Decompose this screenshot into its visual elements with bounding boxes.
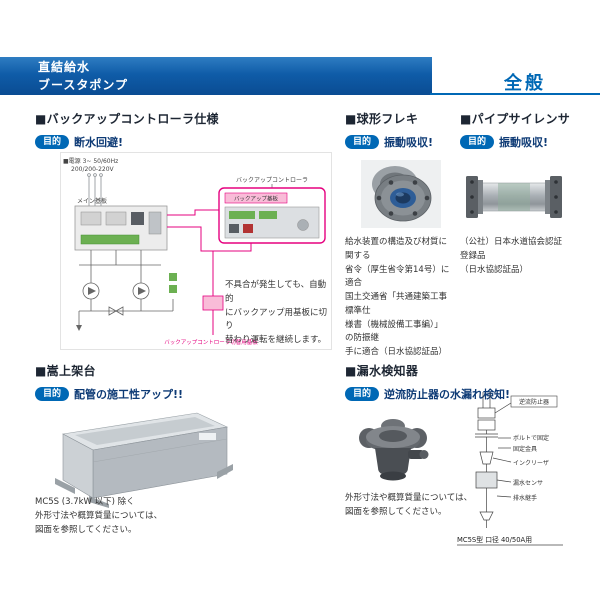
silencer-description: （公社）日本水道協会認証 登録品 （日水協認証品）: [460, 237, 563, 275]
base-description: MC5S (3.7kW 以下) 除く 外形寸法や概算質量については、 図面を参照…: [35, 497, 163, 535]
purpose-text-backup: 断水回避!: [74, 136, 124, 149]
purpose-badge: 目的: [460, 134, 495, 150]
flex-joint-photo: [361, 160, 441, 228]
switch-board-label: バックアップコントローラ切替用基板: [164, 338, 258, 346]
backup-controller-box: [218, 187, 326, 244]
purpose-row-leak: 目的 逆流防止器の水漏れ検知!: [345, 386, 577, 402]
leak-installation-drawing: 逆流防止器 ボルトで固定 固定金具 インクリーザ 漏水センサ 排水継手 MC5S…: [453, 390, 571, 560]
section-title-backup: ■バックアップコントローラ仕様: [35, 112, 219, 126]
drawing-caption: MC5S型 口径 40/50A用: [457, 535, 532, 544]
pipe-silencer-photo-svg: [466, 176, 562, 218]
main-board: [74, 205, 168, 251]
section-title-base: ■嵩上架台: [35, 364, 96, 378]
drawing-lines: [475, 392, 512, 528]
purpose-row-backup: 目的 断水回避!: [35, 134, 335, 150]
section-leak-detector: ■漏水検知器 目的 逆流防止器の水漏れ検知! 外形寸法や概算質量については、 図…: [345, 362, 577, 574]
purpose-badge: 目的: [35, 386, 70, 402]
drawing-label-bracket: 固定金具: [513, 445, 537, 453]
purpose-row-base: 目的 配管の施工性アップ!!: [35, 386, 247, 402]
drawing-label-increaser: インクリーザ: [513, 460, 549, 467]
backup-description: 不具合が発生しても、自動的 にバックアップ用基板に切り 替わり運転を継続します。: [225, 280, 328, 346]
leak-detector-photo-svg: [359, 419, 429, 481]
leak-installation-drawing-svg: 逆流防止器 ボルトで固定 固定金具 インクリーザ 漏水センサ 排水継手 MC5S…: [457, 392, 563, 546]
power-spec-label: ■電源 3~ 50/60Hz: [63, 157, 118, 165]
section-title-flex: ■球形フレキ: [345, 112, 419, 126]
drawing-label-drain: 排水継手: [513, 494, 537, 502]
purpose-badge: 目的: [345, 134, 380, 150]
purpose-text-base: 配管の施工性アップ!!: [74, 388, 184, 401]
page-title: 直結給水 ブースタポンプ: [38, 60, 129, 92]
drawing-label-sensor: 漏水センサ: [513, 479, 543, 487]
flex-joint-photo-svg: [361, 160, 441, 228]
section-title-leak: ■漏水検知器: [345, 364, 419, 378]
backup-controller-schematic: ■電源 3~ 50/60Hz 200/200-220V メイン基板 バックアップ…: [63, 157, 326, 346]
piping-schematic: [76, 250, 177, 331]
base-frame-photo: [49, 400, 234, 508]
purpose-badge: 目的: [345, 386, 380, 402]
purpose-row-flex: 目的 振動吸収!: [345, 134, 451, 150]
switch-board-box: [202, 295, 224, 311]
leak-description: 外形寸法や概算質量については、 図面を参照してください。: [345, 493, 473, 517]
purpose-badge: 目的: [35, 134, 70, 150]
purpose-text-flex: 振動吸収!: [384, 136, 434, 149]
base-frame-photo-svg: [55, 412, 233, 508]
section-flex-joint: ■球形フレキ 目的 振動吸収! 給水装置の構造及: [345, 110, 451, 357]
pipe-silencer-photo: [464, 170, 564, 224]
section-pipe-silencer: ■パイプサイレンサ 目的 振動吸収!: [460, 110, 574, 356]
section-backup-controller: ■バックアップコントローラ仕様 目的 断水回避! ■電源 3~ 50/60Hz …: [35, 110, 335, 356]
backup-controller-diagram: ■電源 3~ 50/60Hz 200/200-220V メイン基板 バックアップ…: [60, 152, 332, 350]
section-base-frame: ■嵩上架台 目的 配管の施工性アップ!! MC5S (3.7kW 以下) 除く …: [35, 362, 247, 572]
main-board-label: メイン基板: [77, 197, 107, 205]
header-underline: [430, 93, 600, 95]
backflow-label-box: [510, 395, 558, 408]
header-bar: 直結給水 ブースタポンプ: [0, 57, 432, 95]
section-title-silencer: ■パイプサイレンサ: [460, 112, 571, 126]
purpose-row-silencer: 目的 振動吸収!: [460, 134, 574, 150]
drawing-label-bolt: ボルトで固定: [513, 434, 549, 442]
supply-lines: [87, 173, 103, 206]
purpose-text-leak: 逆流防止器の水漏れ検知!: [384, 388, 511, 401]
backup-board-label: バックアップ基板: [234, 195, 279, 203]
controller-label: バックアップコントローラ: [236, 177, 308, 184]
purpose-text-silencer: 振動吸収!: [499, 136, 549, 149]
leak-detector-photo: [353, 408, 433, 490]
drawing-label-backflow: 逆流防止器: [519, 398, 549, 406]
category-label: 全般: [504, 73, 546, 94]
power-spec-label2: 200/200-220V: [71, 166, 115, 173]
flex-description: 給水装置の構造及び材質に関する 省令（厚生省令第14号）に適合 国土交通省「共通…: [345, 237, 450, 358]
schematic-wires: [167, 209, 252, 335]
